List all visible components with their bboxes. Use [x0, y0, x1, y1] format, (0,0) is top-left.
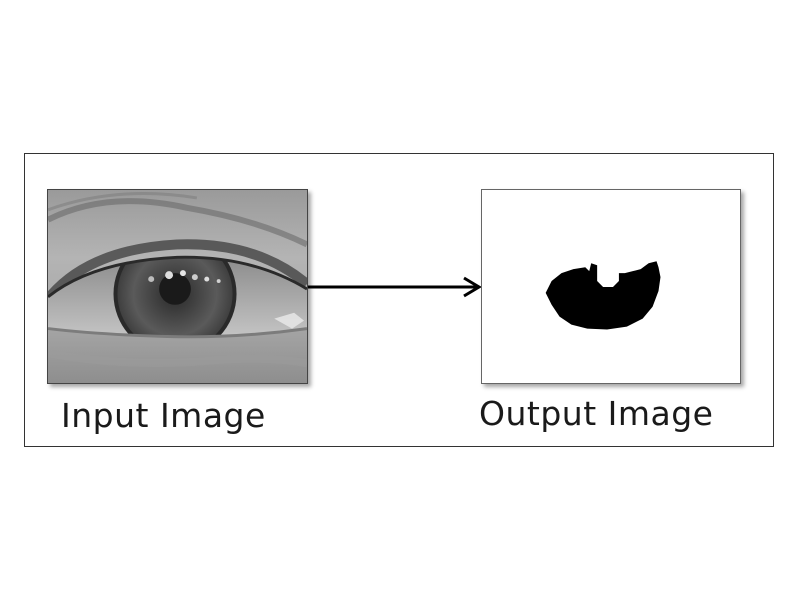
diagram-frame: Input Image Output Image [24, 153, 774, 447]
arrow-right-icon [308, 276, 482, 298]
input-image-label: Input Image [61, 396, 266, 435]
output-image [481, 189, 741, 384]
eye-photo-icon [48, 190, 307, 383]
output-image-label: Output Image [479, 394, 714, 433]
input-image [47, 189, 308, 384]
iris-segmentation-mask-icon [545, 261, 661, 330]
